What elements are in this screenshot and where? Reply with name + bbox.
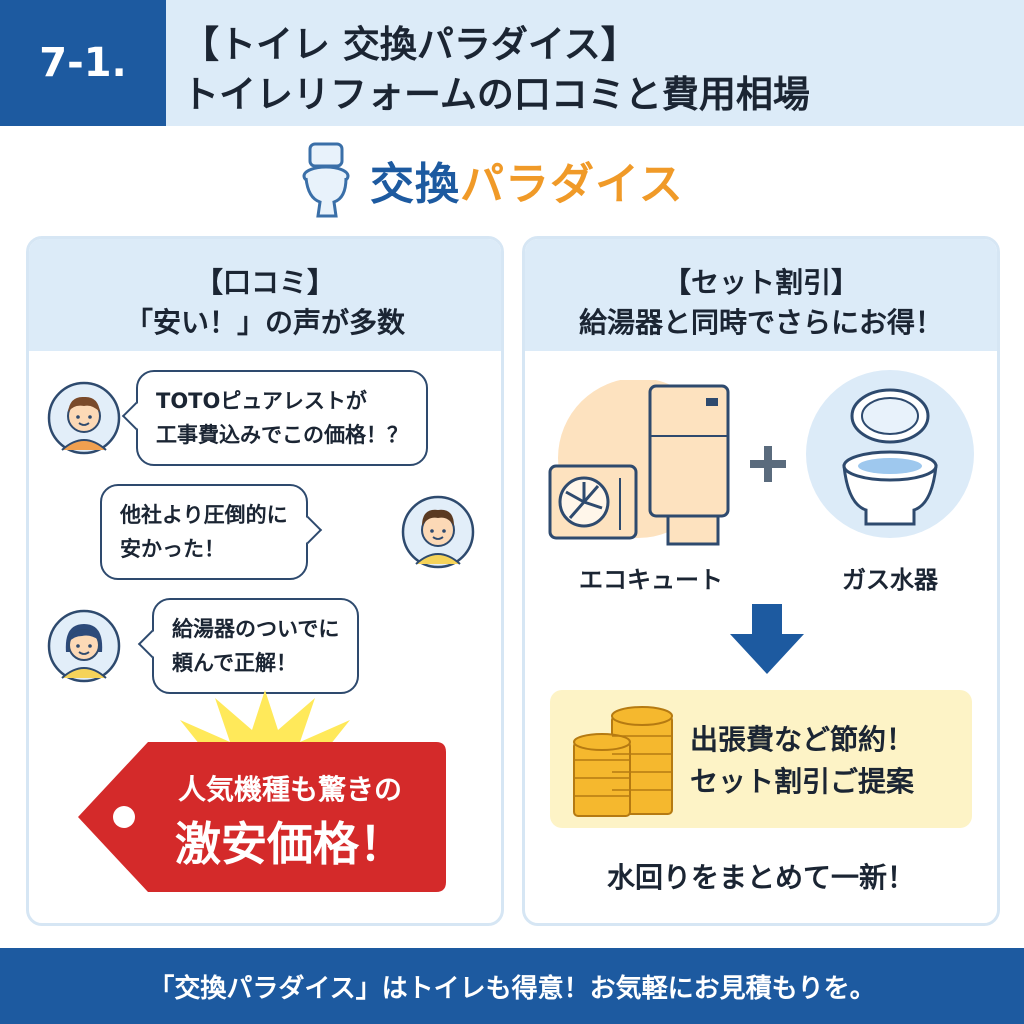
- page-header: 7-1. 【トイレ 交換パラダイス】 トイレリフォームの口コミと費用相場: [0, 0, 1024, 126]
- review-bubble-2: 他社より圧倒的に 安かった！: [100, 484, 322, 580]
- eco-cute-water-heater-icon: [548, 380, 730, 546]
- young-man-avatar-icon: [401, 495, 475, 569]
- section-number: 7-1.: [0, 0, 166, 126]
- price-tag-line1: 人気機種も驚きの: [177, 773, 402, 806]
- eco-cute-label: エコキュート: [579, 566, 723, 594]
- review-bubble-1: TOTOピュアレストが 工事費込みでこの価格！？: [121, 370, 428, 466]
- toilet-icon: [302, 142, 350, 218]
- plus-icon: [750, 446, 786, 482]
- review-3-line1: 給湯器のついでに: [172, 617, 340, 641]
- page-title-line1: 【トイレ 交換パラダイス】: [182, 23, 638, 66]
- savings-line2: セット割引ご提案: [690, 765, 915, 798]
- reviews-heading-line1: 【口コミ】: [194, 266, 335, 299]
- logo-text-part2: パラダイス: [460, 159, 684, 210]
- review-2-line1: 他社より圧倒的に: [120, 503, 288, 527]
- savings-line1: 出張費など節約！: [690, 723, 915, 756]
- review-bubble-3: 給湯器のついでに 頼んで正解！: [137, 598, 360, 694]
- footer-banner: 「交換パラダイス」はトイレも得意！お気軽にお見積もりを。: [0, 948, 1024, 1024]
- gas-heater-label: ガス水器: [842, 566, 938, 594]
- reviews-heading-line2: 「安い！」の声が多数: [124, 306, 405, 339]
- set-discount-tagline: 水回りをまとめて一新！: [606, 861, 915, 894]
- review-2-line2: 安かった！: [120, 537, 225, 561]
- woman-avatar-icon: [47, 609, 121, 683]
- review-1-line2: 工事費込みでこの価格！？: [156, 423, 408, 447]
- logo-text-part1: 交換: [370, 159, 460, 210]
- brand-logo: 交換パラダイス: [296, 140, 684, 220]
- set-discount-heading-line1: 【セット割引】: [662, 266, 859, 299]
- set-discount-heading-line2: 給湯器と同時でさらにお得！: [578, 306, 943, 339]
- down-arrow-icon: [730, 604, 804, 674]
- price-tag-line2: 激安価格！: [175, 817, 405, 871]
- page-title-line2: トイレリフォームの口コミと費用相場: [182, 73, 810, 116]
- set-discount-panel-header: 【セット割引】 給湯器と同時でさらにお得！: [525, 239, 997, 351]
- review-1-line1: TOTOピュアレストが: [156, 389, 367, 413]
- price-tag: [78, 742, 446, 892]
- logo-wordmark: 交換パラダイス: [370, 148, 684, 212]
- toilet-icon: [806, 370, 974, 538]
- reviews-panel-header: 【口コミ】 「安い！」の声が多数: [29, 239, 501, 351]
- review-3-line2: 頼んで正解！: [172, 651, 297, 675]
- coins-icon: [573, 706, 673, 817]
- man-avatar-icon: [47, 381, 121, 455]
